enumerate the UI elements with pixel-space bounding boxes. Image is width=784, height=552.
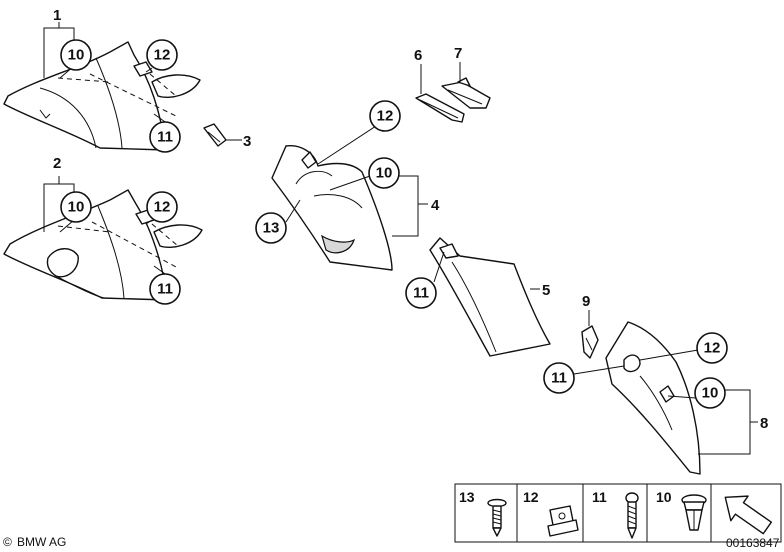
callout-11-part2: 11 (149, 273, 181, 305)
callout-13-part4: 13 (255, 212, 287, 244)
svg-text:11: 11 (551, 370, 567, 387)
part-7-trim-strip (441, 77, 491, 109)
part-label-5: 5 (542, 282, 550, 299)
svg-text:10: 10 (68, 199, 85, 216)
part-1-trim-panel (3, 41, 201, 151)
part-label-9: 9 (582, 293, 590, 310)
expanding-rivet-icon (681, 494, 707, 531)
direction-arrow-icon (724, 495, 773, 535)
fastener-legend: 13 12 11 10 (454, 483, 782, 543)
part-label-8: 8 (760, 415, 768, 432)
callout-10-part8: 10 (694, 377, 726, 409)
svg-text:11: 11 (157, 281, 173, 298)
legend-label-10: 10 (656, 489, 672, 505)
svg-text:12: 12 (704, 340, 721, 357)
part-6-trim-strip (415, 93, 465, 123)
part-5-lower-trim-panel (429, 237, 551, 357)
svg-text:11: 11 (413, 285, 429, 302)
copyright-symbol: © (3, 535, 12, 549)
brand-footer: © BMW AG (3, 535, 66, 549)
part-label-3: 3 (243, 133, 251, 150)
legend-label-13: 13 (459, 489, 475, 505)
callout-11-part1: 11 (149, 121, 181, 153)
part-9-clip (581, 325, 599, 359)
clip-nut-icon (547, 505, 579, 537)
svg-text:13: 13 (263, 220, 280, 237)
part-label-7: 7 (454, 45, 462, 62)
svg-text:10: 10 (376, 165, 393, 182)
callout-12-part1: 12 (146, 39, 178, 71)
part-label-6: 6 (414, 47, 422, 64)
callout-11-part8: 11 (543, 362, 575, 394)
legend-label-11: 11 (592, 489, 607, 505)
callout-10-part2: 10 (60, 191, 92, 223)
svg-text:10: 10 (702, 385, 719, 402)
self-tapping-screw-icon (625, 492, 639, 539)
brand-name: BMW AG (17, 535, 66, 549)
svg-text:11: 11 (157, 129, 173, 146)
part-label-4: 4 (431, 197, 440, 214)
svg-text:12: 12 (154, 199, 171, 216)
drawing-number: 00163847 (726, 536, 780, 550)
part-8-pillar-trim (605, 321, 701, 475)
callout-12-part8: 12 (696, 332, 728, 364)
callout-11-part5: 11 (405, 277, 437, 309)
svg-text:12: 12 (154, 47, 171, 64)
callout-10-part1: 10 (60, 39, 92, 71)
part-label-1: 1 (53, 7, 61, 24)
svg-text:12: 12 (377, 108, 394, 125)
part-4-steering-column-shroud (271, 145, 393, 271)
callout-10-part4: 10 (368, 157, 400, 189)
callout-12-part2: 12 (146, 191, 178, 223)
part-3-clip (203, 123, 227, 147)
screw-icon (487, 498, 507, 537)
part-2-trim-panel (3, 189, 203, 301)
legend-label-12: 12 (523, 489, 539, 505)
callout-12-part4: 12 (369, 100, 401, 132)
svg-text:10: 10 (68, 47, 85, 64)
part-label-2: 2 (53, 155, 61, 172)
